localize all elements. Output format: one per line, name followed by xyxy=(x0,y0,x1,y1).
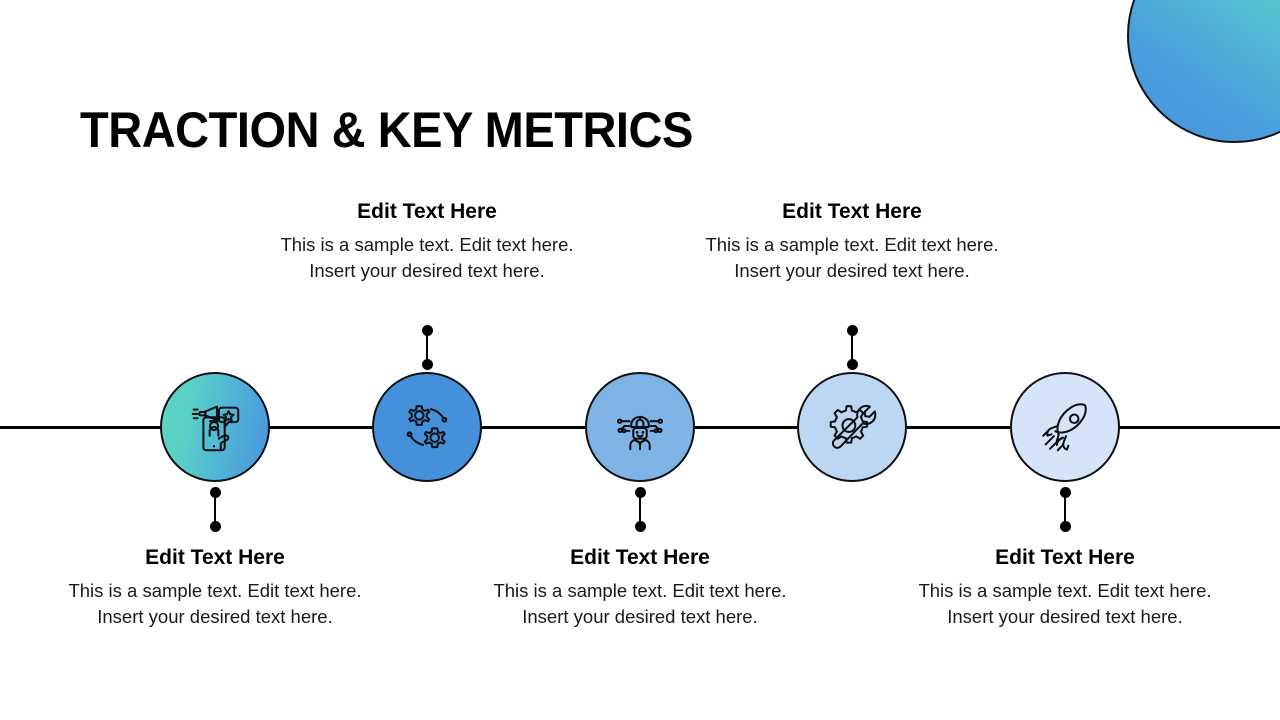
node-text-block-3: Edit Text Here This is a sample text. Ed… xyxy=(480,544,800,629)
node-connector-4 xyxy=(846,324,858,370)
node-connector-5 xyxy=(1059,486,1071,532)
connector-dot xyxy=(1059,520,1071,532)
node-icon-circle-5[interactable] xyxy=(1010,372,1120,482)
node-text-block-5: Edit Text Here This is a sample text. Ed… xyxy=(905,544,1225,629)
node-text-block-4: Edit Text Here This is a sample text. Ed… xyxy=(692,198,1012,283)
node-heading-3: Edit Text Here xyxy=(570,546,710,569)
node-text-block-1: Edit Text Here This is a sample text. Ed… xyxy=(55,544,375,629)
node-body-2: This is a sample text. Edit text here. I… xyxy=(280,234,574,281)
node-connector-1 xyxy=(209,486,221,532)
node-body-3: This is a sample text. Edit text here. I… xyxy=(493,580,787,627)
node-body-4: This is a sample text. Edit text here. I… xyxy=(705,234,999,281)
gears-icon xyxy=(406,405,448,449)
node-connector-2 xyxy=(421,324,433,370)
connector-dot xyxy=(634,520,646,532)
node-heading-1: Edit Text Here xyxy=(145,546,285,569)
gradient-circle-decoration xyxy=(1127,0,1280,143)
node-connector-3 xyxy=(634,486,646,532)
page-title: TRACTION & KEY METRICS xyxy=(80,102,693,158)
mobile-marketing-icon xyxy=(191,405,240,452)
connector-dot xyxy=(846,358,858,370)
node-heading-2: Edit Text Here xyxy=(357,200,497,223)
connector-dot xyxy=(209,486,221,498)
node-icon-circle-1[interactable] xyxy=(160,372,270,482)
node-text-block-2: Edit Text Here This is a sample text. Ed… xyxy=(267,198,587,283)
connector-dot xyxy=(421,324,433,336)
connector-dot xyxy=(209,520,221,532)
node-icon-circle-3[interactable] xyxy=(585,372,695,482)
node-heading-5: Edit Text Here xyxy=(995,546,1135,569)
connector-dot xyxy=(1059,486,1071,498)
node-icon-circle-2[interactable] xyxy=(372,372,482,482)
connector-dot xyxy=(634,486,646,498)
node-heading-4: Edit Text Here xyxy=(782,200,922,223)
node-body-5: This is a sample text. Edit text here. I… xyxy=(918,580,1212,627)
gear-wrench-icon xyxy=(829,404,877,449)
connector-dot xyxy=(421,358,433,370)
connector-dot xyxy=(846,324,858,336)
node-icon-circle-4[interactable] xyxy=(797,372,907,482)
ai-robot-idea-icon xyxy=(616,415,664,451)
rocket-icon xyxy=(1042,403,1087,452)
node-body-1: This is a sample text. Edit text here. I… xyxy=(68,580,362,627)
